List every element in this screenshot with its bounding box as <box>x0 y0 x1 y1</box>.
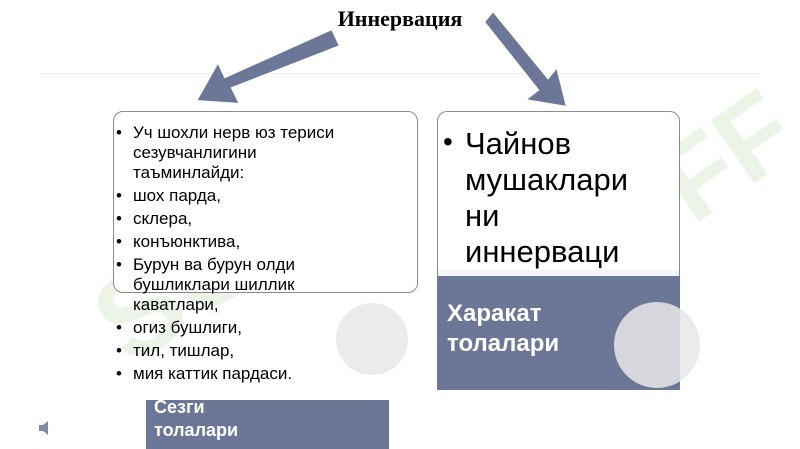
decorative-circle-left <box>336 303 408 375</box>
motor-fibers-label: Харакат толалари <box>447 300 560 357</box>
arrow-left <box>194 27 342 106</box>
sensory-fibers-label: Сезги толалари <box>154 397 239 440</box>
list-item: Уч шохли нерв юз териси сезувчанлигини т… <box>116 123 416 183</box>
sensory-fibers-box <box>146 400 389 449</box>
list-item: конъюнктива, <box>116 232 416 252</box>
motor-list: Чайнов мушаклари ни иннерваци <box>443 124 678 270</box>
list-item: Чайнов мушаклари ни иннерваци <box>443 124 678 270</box>
list-item: шох парда, <box>116 186 416 206</box>
list-item: Бурун ва бурун олди бушликлари шиллик ка… <box>116 255 416 315</box>
motor-list-clip: Чайнов мушаклари ни иннерваци <box>437 111 680 270</box>
list-item: склера, <box>116 209 416 229</box>
page-title: Иннервация <box>337 6 463 31</box>
list-item: тил, тишлар, <box>116 341 416 361</box>
list-item: огиз бушлиги, <box>116 318 416 338</box>
speaker-icon[interactable] <box>38 420 52 436</box>
horizontal-divider <box>40 73 760 74</box>
decorative-circle-right <box>614 302 700 388</box>
list-item: мия каттик пардаси. <box>116 364 416 384</box>
arrow-right <box>482 9 569 109</box>
sensory-list: Уч шохли нерв юз териси сезувчанлигини т… <box>116 123 416 387</box>
